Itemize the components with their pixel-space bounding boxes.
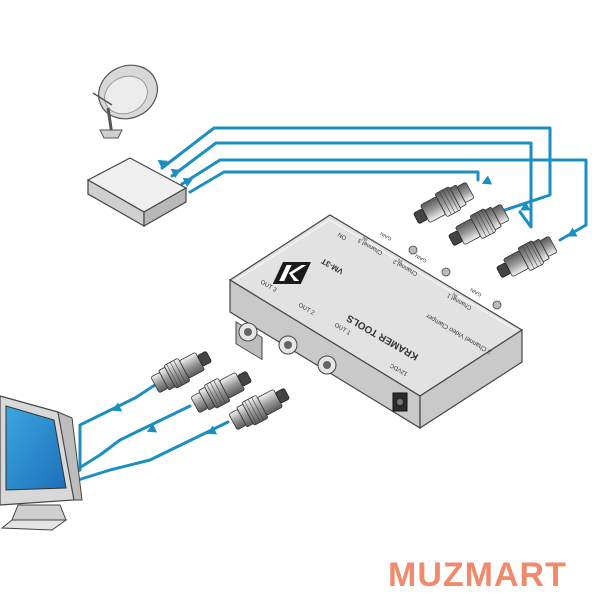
input-channel-1-in: IN	[451, 291, 459, 299]
kramer-device: VM-3T ON KRAMER TOOLS 3 Channel Video Cl…	[228, 214, 524, 430]
input-channel-2-gain: GAIN	[414, 252, 428, 264]
gain-knob-3	[408, 245, 418, 255]
cable-input-1b	[188, 170, 480, 194]
cable-input-1	[180, 158, 588, 242]
device-on-label: ON	[337, 231, 348, 241]
kramer-logo-icon	[272, 262, 311, 284]
input-channel-1-gain: GAIN	[469, 286, 483, 298]
input-channel-3-in: IN	[361, 235, 369, 243]
cable-input-2	[170, 141, 533, 229]
cable-output-2	[74, 404, 192, 472]
power-jack	[392, 392, 408, 412]
cable-output-1	[76, 420, 230, 482]
gain-knob-2	[441, 267, 451, 277]
watermark-text: MUZMART	[388, 556, 567, 594]
input-channel-3-gain: GAIN	[379, 230, 393, 242]
input-channel-2-in: IN	[396, 257, 404, 265]
cable-group	[68, 126, 588, 482]
gain-knob-1	[492, 300, 502, 310]
cable-input-3	[160, 126, 552, 212]
satellite-receiver-icon	[86, 64, 188, 228]
output-socket-2	[278, 335, 298, 355]
monitor-icon	[0, 395, 83, 531]
output-socket-3	[235, 321, 263, 361]
output-socket-1	[317, 355, 337, 375]
input-connector-1	[492, 232, 560, 285]
